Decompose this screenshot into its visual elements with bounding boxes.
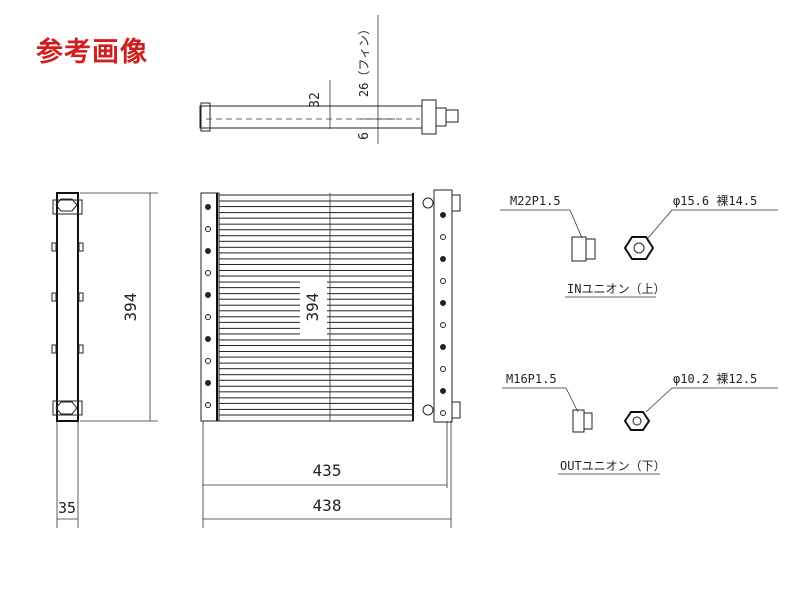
side-view-bottom-hex	[55, 401, 78, 415]
tank-bolt	[205, 292, 211, 298]
tank-bolt	[440, 256, 446, 262]
tank-bolt	[440, 278, 446, 284]
tank-bolt	[440, 344, 446, 350]
top-view-fitting-tip	[445, 109, 459, 123]
tank-bolt	[205, 204, 211, 210]
tank-bolt	[205, 314, 211, 320]
core-tube	[218, 379, 414, 387]
side-view-bracket	[78, 242, 84, 252]
tank-bolt	[205, 402, 211, 408]
core-tube	[218, 206, 414, 214]
tank-bolt	[205, 336, 211, 342]
front-dim-394-label: 394	[303, 293, 322, 322]
tank-bolt	[205, 226, 211, 232]
side-view-body	[56, 192, 79, 422]
core-tube	[218, 345, 414, 353]
out-union-body	[572, 409, 585, 433]
out-union-detail: M16P1.5 φ10.2 裸12.5 OUTユニオン（下）	[502, 371, 778, 475]
core-tube	[218, 217, 414, 225]
tank-bolt	[205, 248, 211, 254]
side-view-bracket	[78, 292, 84, 302]
in-union-caption: INユニオン（上）	[567, 282, 665, 296]
front-view: 394 435 438	[200, 189, 461, 528]
top-view: 32 26（フィン） 6	[199, 15, 459, 144]
tank-bolt	[440, 410, 446, 416]
tank-bolt	[440, 388, 446, 394]
side-view-bracket	[51, 344, 57, 354]
core-tube	[218, 194, 414, 202]
core-tube	[218, 263, 414, 271]
tank-bolt	[205, 270, 211, 276]
out-union-size-label: φ10.2 裸12.5	[673, 371, 757, 386]
side-view: 394 35	[51, 192, 158, 528]
core-tube	[218, 391, 414, 399]
front-dim-438-label: 438	[313, 496, 342, 515]
page-title: 参考画像	[36, 37, 148, 68]
top-dim-26-label: 26（フィン）	[357, 23, 371, 97]
core-tube	[218, 240, 414, 248]
core-tube	[218, 368, 414, 376]
out-union-caption: OUTユニオン（下）	[560, 459, 666, 473]
side-view-bracket	[78, 344, 84, 354]
front-right-tank	[433, 189, 453, 423]
out-fitting	[451, 401, 461, 419]
front-core-tubes	[205, 194, 446, 422]
side-dim-394-label: 394	[121, 293, 140, 322]
tank-bolt	[440, 212, 446, 218]
side-view-bracket	[51, 292, 57, 302]
out-union-bore	[632, 416, 642, 426]
side-dim-35-label: 35	[58, 499, 76, 517]
in-union-detail: M22P1.5 φ15.6 裸14.5 INユニオン（上）	[500, 193, 778, 298]
in-union-hex-icon	[623, 236, 655, 260]
top-view-fitting	[435, 107, 447, 127]
in-union-size-label: φ15.6 裸14.5	[673, 193, 757, 208]
in-port	[422, 197, 434, 209]
tank-bolt	[440, 234, 446, 240]
front-dim-label-bg	[300, 280, 327, 336]
tank-bolt	[440, 300, 446, 306]
out-union-thread-label: M16P1.5	[506, 372, 557, 386]
in-fitting	[451, 194, 461, 212]
top-dim-6-label: 6	[357, 132, 372, 140]
in-union-thread-label: M22P1.5	[510, 194, 561, 208]
side-view-bracket	[51, 242, 57, 252]
in-union-leader	[647, 209, 673, 239]
top-dim-32-label: 32	[308, 92, 323, 108]
front-left-tank	[200, 192, 220, 422]
in-union-body	[571, 236, 587, 262]
core-tube	[218, 252, 414, 260]
in-union-bore	[633, 242, 645, 254]
core-tube	[218, 402, 414, 410]
tank-bolt	[440, 366, 446, 372]
core-tube	[218, 229, 414, 237]
side-view-top-fitting	[52, 199, 83, 215]
tank-bolt	[205, 380, 211, 386]
front-dim-435-label: 435	[313, 461, 342, 480]
out-union-leader	[645, 387, 673, 413]
out-union-leader	[565, 387, 579, 413]
core-tube	[218, 414, 414, 422]
top-view-left-cap	[200, 102, 211, 132]
out-union-thread	[583, 412, 593, 430]
tank-bolt	[440, 322, 446, 328]
side-view-bottom-fitting	[52, 400, 83, 416]
out-port	[422, 404, 434, 416]
in-union-thread	[585, 238, 596, 260]
in-union-leader	[569, 209, 583, 239]
tank-bolt	[205, 358, 211, 364]
out-union-hex-icon	[623, 411, 651, 431]
core-tube	[218, 356, 414, 364]
top-view-body	[199, 105, 423, 129]
top-view-right-block	[421, 99, 437, 135]
side-view-top-hex	[55, 198, 78, 212]
